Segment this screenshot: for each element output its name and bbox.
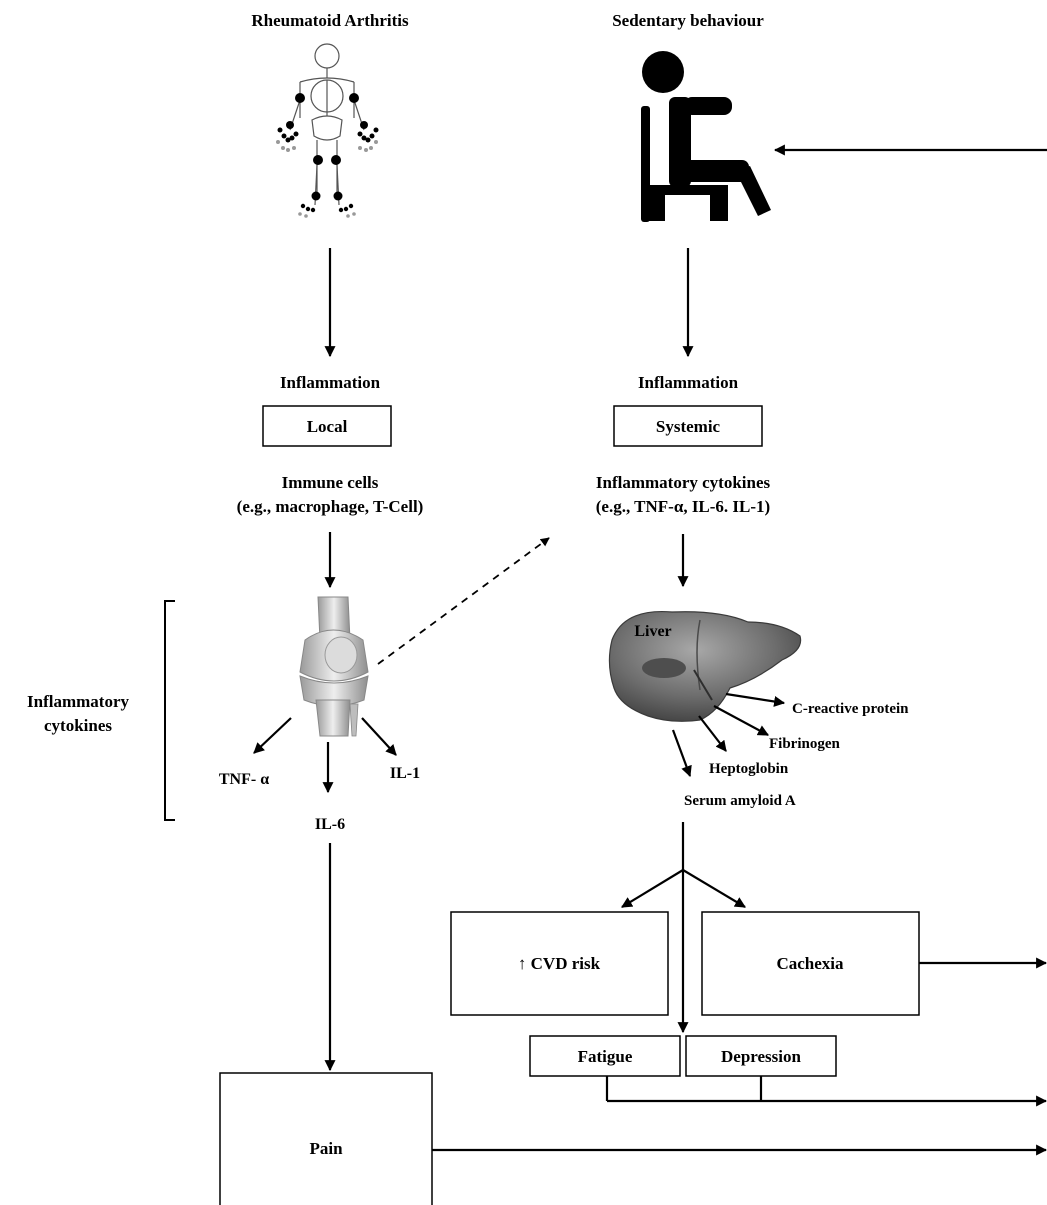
liver-icon xyxy=(608,610,802,722)
cvd-risk-label: ↑ CVD risk xyxy=(518,954,601,973)
inflammation-label-right: Inflammation xyxy=(638,373,739,392)
immune-cells-label: Immune cells xyxy=(282,473,379,492)
fatigue-depression-connectors xyxy=(605,1076,763,1101)
liver-label: Liver xyxy=(634,623,671,640)
immune-cells-examples: (e.g., macrophage, T-Cell) xyxy=(237,497,424,516)
skeleton-icon xyxy=(276,43,379,218)
serum-amyloid-a-label: Serum amyloid A xyxy=(684,793,796,809)
fibrinogen-label: Fibrinogen xyxy=(769,736,840,752)
arrow-to-crp xyxy=(725,692,786,707)
arrow-to-il1 xyxy=(361,717,397,756)
inflammatory-cytokines-examples: (e.g., TNF-α, IL-6. IL-1) xyxy=(596,497,770,516)
arrow-to-saa xyxy=(671,729,692,778)
cachexia-label: Cachexia xyxy=(776,954,844,973)
systemic-label: Systemic xyxy=(656,417,721,436)
inflammation-label-left: Inflammation xyxy=(280,373,381,392)
cachexia-box xyxy=(701,911,920,1016)
rheumatoid-arthritis-title: Rheumatoid Arthritis xyxy=(251,11,409,30)
knee-joint-icon xyxy=(299,596,369,737)
depression-box xyxy=(685,1035,837,1077)
arrow-to-cvd xyxy=(621,869,684,908)
cvd-risk-box xyxy=(450,911,669,1016)
il1-label: IL-1 xyxy=(390,765,420,782)
pain-box xyxy=(219,1072,433,1205)
arrow-to-fibrinogen xyxy=(713,705,769,736)
arrow-to-heptoglobin xyxy=(698,715,727,752)
fatigue-box xyxy=(529,1035,681,1077)
dashed-arrow-local-to-systemic xyxy=(377,537,550,665)
cytokines-bracket xyxy=(164,600,175,821)
arrow-to-cachexia xyxy=(682,869,746,908)
systemic-box xyxy=(613,405,763,447)
heptoglobin-label: Heptoglobin xyxy=(709,761,789,777)
fatigue-label: Fatigue xyxy=(578,1047,633,1066)
seated-person-icon xyxy=(641,51,771,222)
bracket-label-line1: Inflammatory xyxy=(27,692,129,711)
pain-label: Pain xyxy=(309,1139,343,1158)
local-box xyxy=(262,405,392,447)
crp-label: C-reactive protein xyxy=(792,701,909,717)
bracket-label-line2: cytokines xyxy=(44,716,112,735)
local-label: Local xyxy=(307,417,348,436)
depression-label: Depression xyxy=(721,1047,802,1066)
il6-label: IL-6 xyxy=(315,816,345,833)
tnf-alpha-label: TNF- α xyxy=(219,771,269,788)
inflammatory-cytokines-label: Inflammatory cytokines xyxy=(596,473,771,492)
sedentary-behaviour-title: Sedentary behaviour xyxy=(612,11,764,30)
arrow-to-tnf xyxy=(253,717,292,754)
